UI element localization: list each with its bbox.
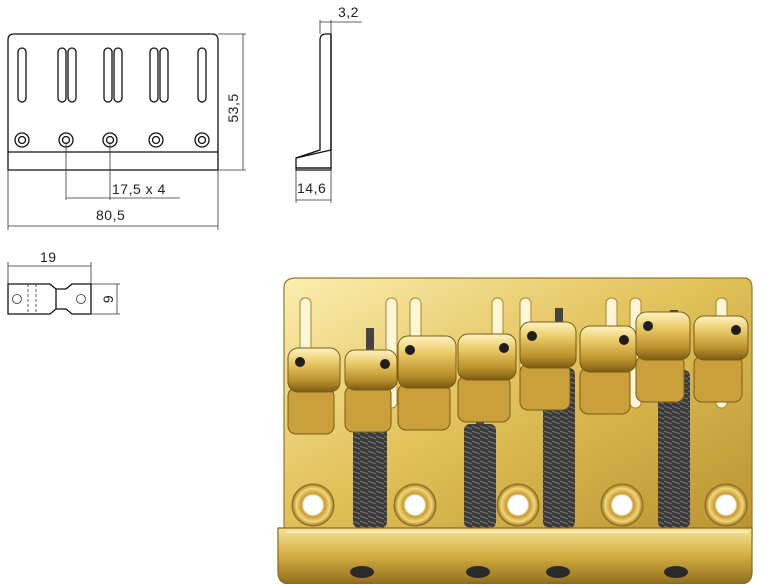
bridge-front-lip [277,527,753,584]
height-screw [295,357,305,367]
saddle-underside [635,355,685,403]
photo-mount-hole-bore [613,496,631,514]
intonation-screw-head [664,566,688,578]
plate-slot [149,47,159,103]
photo-mount-hole-bore [406,496,424,514]
dim-plate-width: 80,5 [96,207,125,223]
saddle-underside [397,383,451,431]
saddle-underside [287,387,335,435]
hole-group [14,132,210,148]
intonation-screw-head [466,566,490,578]
saddle-barrel [519,321,577,369]
saddle-barrel [344,349,398,391]
saddle-view: 19 9 [7,249,120,315]
saddle-group [287,311,749,435]
mount-hole-outer [194,132,210,148]
mount-hole-inner [151,135,161,145]
saddle-underside [457,375,511,423]
saddle-barrel [579,325,637,373]
saddle-barrel [397,335,457,389]
intonation-screw-head [546,566,570,578]
height-screw [643,321,653,331]
dim-saddle-height: 9 [100,295,116,303]
intonation-screw-head [350,566,374,578]
plate-slot [197,47,207,103]
plate-slot [57,47,67,103]
dim-plate-height: 53,5 [225,93,241,122]
mount-hole-outer [14,132,30,148]
plate-slot [159,47,169,103]
plate-slot [17,47,27,103]
plate-slot [103,47,113,103]
photo-mount-hole-bore [717,496,735,514]
dim-saddle-length: 19 [40,249,57,265]
slot-group [17,47,207,103]
saddle-barrel [457,333,517,381]
mount-hole-group [291,483,748,527]
plate-slot [67,47,77,103]
saddle-underside [693,355,743,403]
mount-hole-outer [148,132,164,148]
plate-front-view: 53,5 17,5 x 4 80,5 [7,33,246,230]
intonation-spring [658,370,690,528]
saddle-barrel [287,347,341,393]
plate-slot [113,47,123,103]
saddle-underside [579,367,631,415]
saddle-underside [344,385,392,433]
height-screw [405,345,415,355]
mount-hole-inner [17,135,27,145]
plate-profile-view: 3,2 14,6 [295,4,362,203]
saddle-underside [519,363,571,411]
photo-mount-hole-bore [304,496,322,514]
dim-hole-spacing: 17,5 x 4 [112,181,166,197]
intonation-spring [464,424,496,528]
plate-outline [7,33,219,171]
saddle-barrel [635,311,691,361]
height-screw [527,331,537,341]
dim-profile-depth: 14,6 [297,180,326,196]
bridge-photo [277,277,753,584]
height-screw [731,325,741,335]
saddle-barrel [693,315,749,361]
height-screw [619,335,629,345]
dim-profile-thickness: 3,2 [338,4,359,20]
height-screw [380,359,390,369]
photo-mount-hole-bore [509,496,527,514]
intonation-screw-group [350,566,688,578]
height-screw [499,343,509,353]
mount-hole-inner [197,135,207,145]
